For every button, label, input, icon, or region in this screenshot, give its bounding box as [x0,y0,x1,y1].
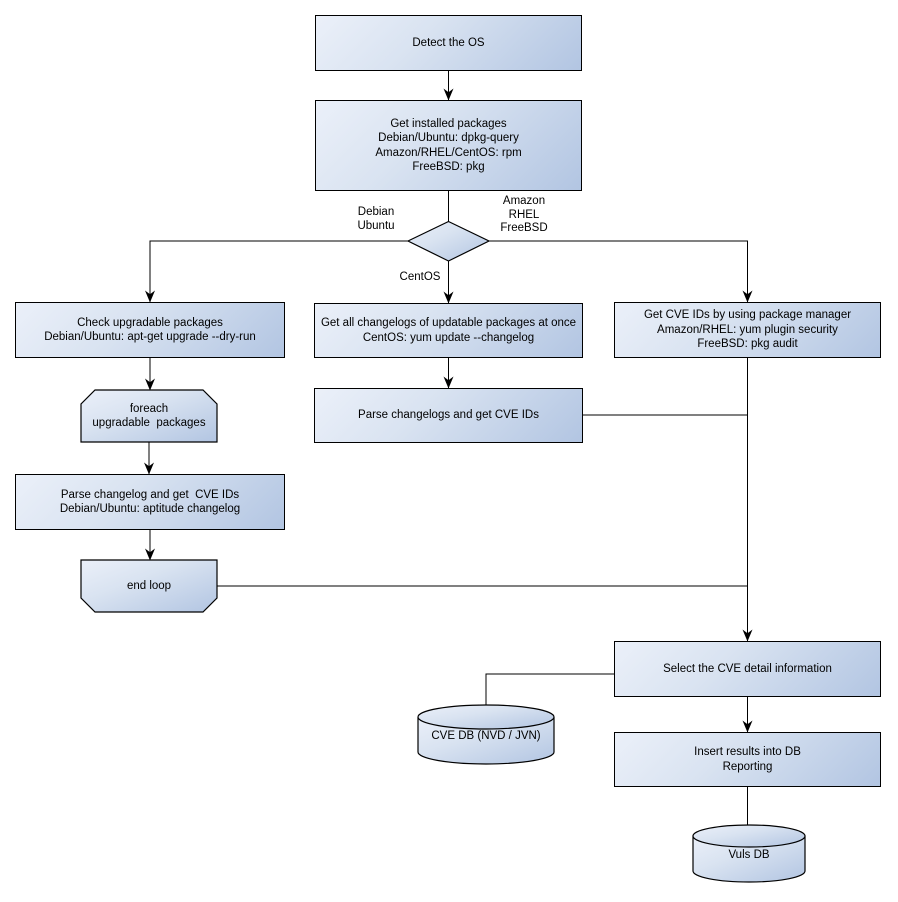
node-insert-results-db: Insert results into DB Reporting [614,732,881,787]
vuls-db-cylinder [692,824,806,883]
node-label: Reporting [722,760,773,773]
edge-label-line: Debian [357,206,395,218]
node-label: Debian/Ubuntu: aptitude changelog [59,503,241,515]
foreach-loop-shape [80,389,218,443]
node-label: Select the CVE detail information [663,662,832,675]
node-label: FreeBSD: pkg [412,161,485,173]
edge-label-line: Amazon [502,195,546,207]
node-detect-os: Detect the OS [315,15,582,71]
edge-decision-to-get-cve-ids [489,240,753,303]
node-check-upgradable-packages: Check upgradable packages Debian/Ubuntu:… [15,302,285,358]
edge-label-amazon-rhel-freebsd: Amazon RHEL FreeBSD [492,195,556,236]
node-label: Check upgradable packages [77,316,223,329]
node-parse-changelogs-get-cve-ids: Parse changelogs and get CVE IDs [314,388,583,443]
node-label: Get installed packages [390,117,507,130]
node-label: CentOS: yum update --changelog [362,331,535,344]
edge-select-to-cve-db [485,673,614,707]
node-label: Detect the OS [412,36,485,49]
node-parse-changelog-get-cve-ids: Parse changelog and get CVE IDs Debian/U… [15,474,285,530]
cve-db-cylinder [417,704,555,765]
node-get-all-changelogs: Get all changelogs of updatable packages… [314,303,583,358]
node-label: Debian/Ubuntu: dpkg-query [378,132,519,144]
node-label: FreeBSD: pkg audit [697,338,798,351]
node-label: Parse changelog and get CVE IDs [60,488,240,501]
end-loop-shape [80,559,218,613]
node-label: Amazon/RHEL/CentOS: rpm [375,146,522,159]
edge-label-line: Ubuntu [357,219,395,232]
node-label: Amazon/RHEL: yum plugin security [657,323,838,336]
decision-os-diamond [406,220,491,262]
node-label: Insert results into DB [694,746,801,758]
edge-label-centos: CentOS [388,271,452,285]
node-label: Get all changelogs of updatable packages… [320,317,577,329]
node-label: Parse changelogs and get CVE IDs [358,409,539,422]
node-label: Debian/Ubuntu: apt-get upgrade --dry-run [44,331,256,343]
edge-label-line: FreeBSD [500,222,548,234]
edge-label-line: RHEL [508,208,540,221]
node-select-cve-detail: Select the CVE detail information [614,641,881,697]
edge-label-debian-ubuntu: Debian Ubuntu [344,206,408,233]
node-label: Get CVE IDs by using package manager [643,309,852,322]
node-get-cve-ids-package-manager: Get CVE IDs by using package manager Ama… [614,302,881,358]
node-get-installed-packages: Get installed packages Debian/Ubuntu: dp… [315,100,582,191]
edge-decision-to-check-upgradable [145,240,408,303]
edge-label-line: CentOS [399,271,441,283]
